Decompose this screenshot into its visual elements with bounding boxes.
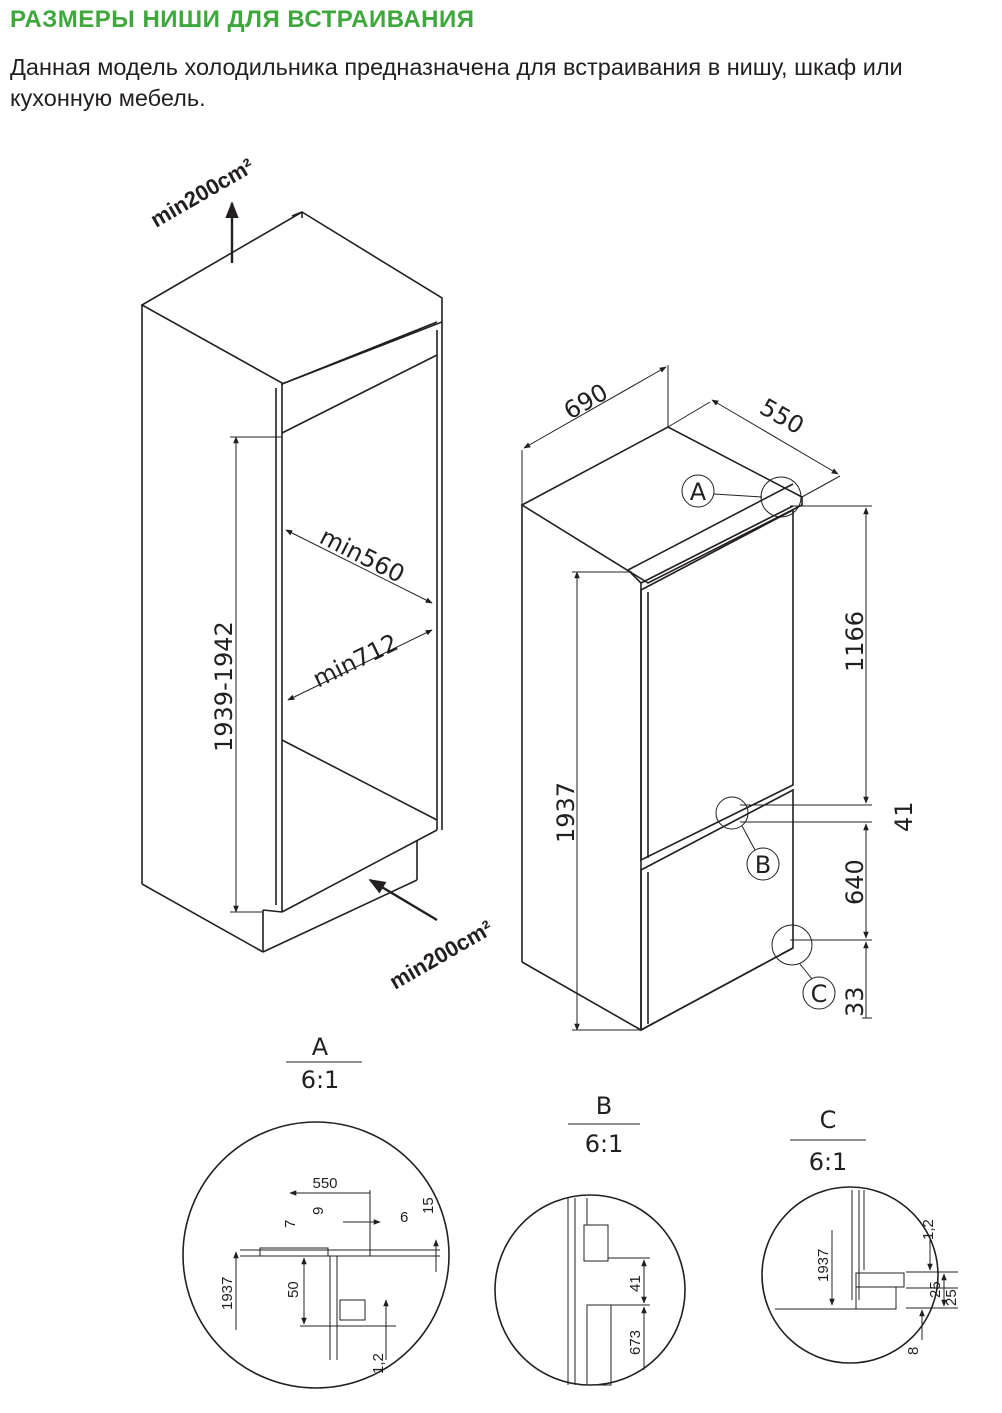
detail-a-dim-7: 7 [282, 1220, 299, 1228]
detail-c: C 6:1 1937 1,2 25 25 8 [761, 1106, 960, 1364]
callout-c-label: C [811, 980, 828, 1008]
fridge-lower-door-label: 640 [841, 859, 869, 905]
niche-width-label: min560 [315, 522, 409, 588]
detail-a-dim-6: 6 [400, 1209, 408, 1226]
intro-text: Данная модель холодильника предназначена… [10, 54, 903, 111]
niche-vent-bottom-label: min200cm² [385, 915, 497, 994]
detail-c-dim-8: 8 [905, 1347, 922, 1355]
niche-depth-label: min712 [308, 628, 402, 693]
fridge-width-label: 690 [559, 378, 613, 425]
detail-a-dim-550: 550 [312, 1175, 337, 1192]
detail-b-scale: 6:1 [585, 1130, 624, 1158]
detail-b-letter: B [596, 1092, 612, 1120]
detail-c-dim-1937: 1937 [815, 1249, 832, 1282]
niche-vent-top-label: min200cm² [146, 153, 258, 232]
detail-b: B 6:1 41 673 [494, 1092, 686, 1386]
detail-a-dim-15: 15 [420, 1197, 437, 1214]
fridge-upper-door-label: 1166 [841, 611, 869, 672]
detail-a-dim-1937: 1937 [219, 1277, 236, 1310]
detail-c-scale: 6:1 [809, 1148, 848, 1176]
niche-height-label: 1939-1942 [210, 621, 238, 752]
page-title: РАЗМЕРЫ НИШИ ДЛЯ ВСТРАИВАНИЯ [10, 6, 475, 33]
fridge-drawing: 690 550 1937 1166 41 640 33 A B [520, 365, 918, 1032]
fridge-gap-label: 41 [890, 801, 918, 832]
detail-c-dim-25a: 25 [927, 1281, 944, 1298]
detail-c-dim-1-2: 1,2 [920, 1219, 937, 1240]
detail-a-dim-9: 9 [310, 1207, 327, 1215]
detail-b-dim-41: 41 [627, 1275, 644, 1292]
detail-c-dim-25b: 25 [943, 1289, 960, 1306]
callout-a-label: A [690, 478, 707, 506]
detail-a: A 6:1 550 7 9 6 15 1937 50 1,2 [182, 1033, 450, 1389]
detail-a-dim-1-2: 1,2 [370, 1353, 387, 1374]
detail-a-letter: A [312, 1033, 329, 1061]
callout-b-label: B [755, 851, 771, 879]
fridge-height-label: 1937 [552, 782, 580, 843]
detail-b-dim-673: 673 [627, 1330, 644, 1355]
fridge-bottom-label: 33 [841, 986, 869, 1017]
detail-a-scale: 6:1 [301, 1066, 340, 1094]
detail-a-dim-50: 50 [285, 1281, 302, 1298]
niche-drawing: min200cm² min200cm² 1939-1942 min560 min… [140, 153, 497, 994]
detail-c-letter: C [820, 1106, 837, 1134]
fridge-depth-label: 550 [755, 393, 809, 440]
